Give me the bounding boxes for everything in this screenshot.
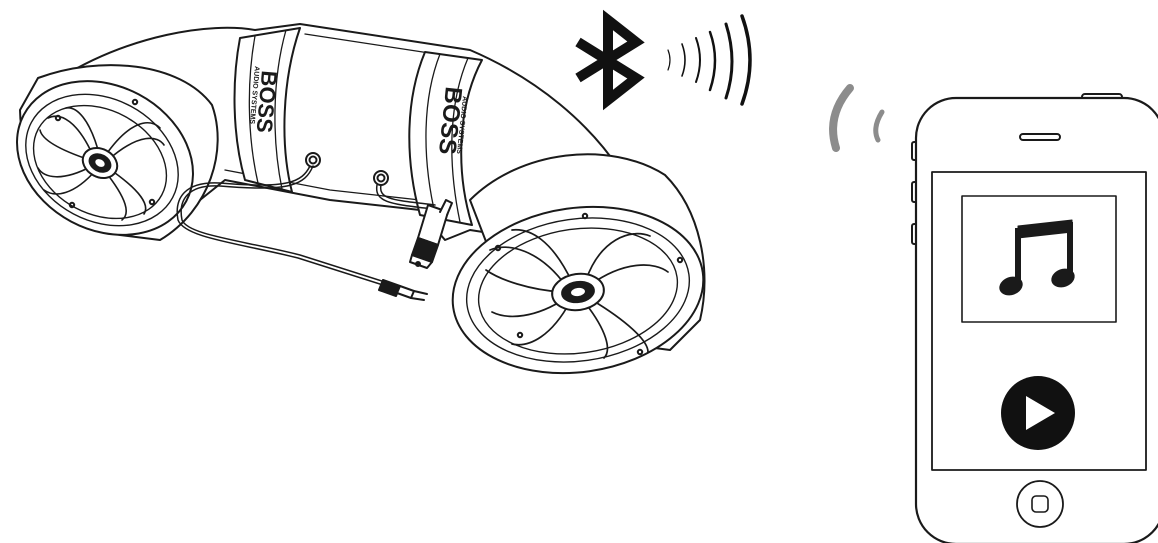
- power-plug: [409, 199, 453, 269]
- album-art-frame: [961, 195, 1117, 323]
- home-button-icon[interactable]: [1016, 480, 1064, 528]
- left-collar: BOSS AUDIO SYSTEMS: [233, 27, 301, 193]
- phone-earpiece: [1019, 133, 1061, 141]
- music-note-icon: [999, 219, 1075, 296]
- left-speaker-grille: [16, 64, 219, 241]
- signal-waves-icon: [667, 14, 752, 106]
- cable-port-right: [373, 170, 389, 186]
- smartphone: [829, 84, 1158, 543]
- bluetooth-icon: [575, 9, 645, 111]
- cable-port-left: [305, 152, 321, 168]
- tube-speaker: BOSS AUDIO SYSTEMS BOSS AUDIO SYSTEMS: [16, 23, 706, 375]
- incoming-signal-icon: [829, 84, 885, 152]
- aux-cable: [180, 165, 386, 283]
- left-collar-brand: BOSS: [252, 70, 282, 134]
- power-cable: [379, 184, 436, 206]
- aux-plug: [378, 279, 428, 301]
- play-button[interactable]: [1001, 376, 1075, 450]
- right-speaker-grille: [451, 153, 706, 375]
- home-button[interactable]: [1016, 480, 1064, 528]
- play-icon: [1026, 396, 1055, 430]
